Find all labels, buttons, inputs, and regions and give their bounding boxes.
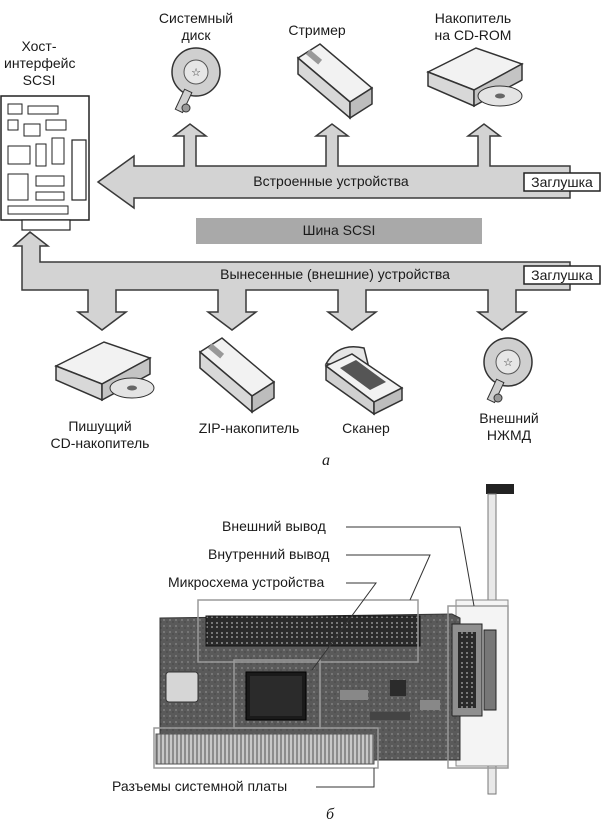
callout-motherboard-connectors: Разъемы системной платы — [112, 778, 288, 794]
external-device-label-hdd-line-2: НЖМД — [486, 427, 532, 443]
external-device-label-scanner: Сканер — [326, 420, 406, 437]
internal-device-label-hdd-line-2: диск — [181, 27, 211, 43]
host-adapter-label-line-2: интерфейс — [4, 55, 76, 71]
host-adapter-label-line-3: SCSI — [22, 72, 56, 88]
edge-connector-highlight — [153, 727, 379, 769]
internal-device-label-hdd-line-1: Системный — [158, 10, 234, 26]
internal-device-label-cdrom: Накопитель на CD-ROM — [418, 10, 528, 44]
external-device-label-scanner-line-1: Сканер — [342, 420, 390, 436]
terminator-external: Заглушка — [531, 267, 593, 283]
scsi-bus-label: Шина SCSI — [302, 222, 376, 238]
internal-connector-highlight — [197, 599, 419, 663]
external-bus-label: Вынесенные (внешние) устройства — [220, 266, 450, 282]
internal-bus-label: Встроенные устройства — [253, 173, 409, 189]
external-connector-highlight — [447, 605, 509, 769]
figure-caption-b: б — [326, 806, 335, 823]
callout-device-chip: Микросхема устройства — [168, 574, 325, 590]
scanner-icon — [324, 346, 404, 416]
callout-internal-output: Внутренний вывод — [208, 546, 330, 562]
internal-device-label-hdd: Системный диск — [148, 10, 244, 44]
scsi-bus-bar — [196, 218, 482, 244]
terminator-box-internal — [523, 172, 601, 192]
host-adapter-label: Хост- интерфейс SCSI — [4, 38, 76, 89]
internal-device-label-cdrom-line-1: Накопитель — [434, 10, 512, 26]
tape-drive-icon — [296, 43, 374, 120]
internal-device-label-tape: Стример — [272, 22, 362, 39]
host-adapter-label-line-1: Хост- — [21, 38, 57, 54]
svg-text:☆: ☆ — [191, 67, 201, 79]
external-device-label-cd-writer-line-1: Пишущий — [68, 418, 132, 434]
external-device-label-hdd: Внешний НЖМД — [464, 410, 554, 444]
external-device-label-cd-writer-line-2: CD-накопитель — [50, 435, 150, 451]
external-device-label-zip-line-1: ZIP-накопитель — [198, 420, 300, 436]
external-device-label-zip: ZIP-накопитель — [184, 420, 314, 437]
callout-external-output: Внешний вывод — [222, 518, 326, 534]
external-device-label-cd-writer: Пишущий CD-накопитель — [40, 418, 160, 452]
figure-caption-a: а — [322, 452, 330, 469]
host-adapter-card-icon — [0, 95, 90, 231]
zip-drive-icon — [198, 337, 276, 414]
internal-device-label-cdrom-line-2: на CD-ROM — [434, 27, 512, 43]
internal-device-label-tape-line-1: Стример — [288, 22, 346, 38]
svg-text:☆: ☆ — [503, 357, 513, 369]
terminator-box-external — [523, 265, 601, 285]
terminator-internal: Заглушка — [531, 174, 593, 190]
external-hdd-icon: ☆ — [483, 337, 533, 404]
external-device-label-hdd-line-1: Внешний — [479, 410, 539, 426]
hard-disk-icon: ☆ — [171, 47, 221, 114]
external-bus-arrow — [12, 231, 571, 331]
scsi-card-pcb — [155, 613, 497, 765]
callout-leader-lines — [311, 526, 475, 788]
cdrom-drive-icon — [426, 47, 524, 108]
cd-writer-icon — [54, 341, 155, 402]
internal-bus-arrow — [96, 123, 571, 210]
